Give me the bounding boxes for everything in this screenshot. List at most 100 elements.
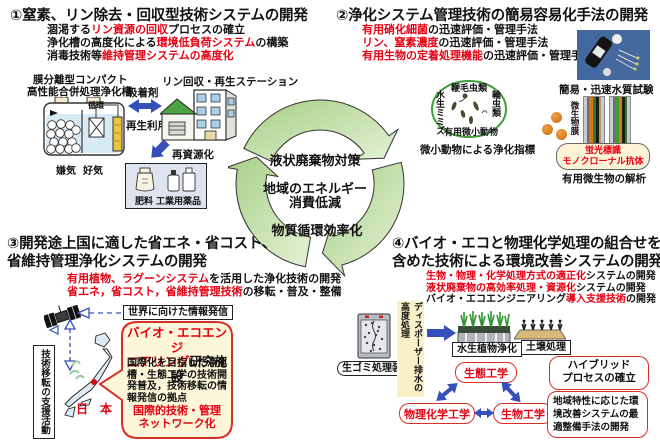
text-run: システムの開発 [586, 271, 656, 282]
section1-title: ①窒素、リン除去・回収型技術システムの開発 [10, 8, 308, 24]
text-run: の迅速評価・管理手法 [483, 50, 593, 62]
text-run-red: 液状廃棄物の高効率処理・資源化 [426, 282, 576, 294]
hybrid-process-box: ハイブリッド プロセスの確立 [549, 356, 649, 390]
chemical-bottles-icon [167, 167, 196, 192]
recycle-label: 再資源化 [172, 149, 214, 161]
water-test-photo [577, 30, 650, 80]
eco-engineering-node: 生態工学 [455, 362, 517, 383]
soil-treatment-figure [514, 319, 566, 340]
world-broadcast-box: 世界に向けた情報発信 [123, 305, 233, 320]
section4-bullets: 生物・物理・化学処理方式の適正化システムの開発 液状廃棄物の高効率処理・資源化シ… [426, 271, 656, 306]
cycle-arrow-left [228, 156, 312, 268]
section2-title: ②浄化システム管理技術の簡易容易化手法の開発 [336, 8, 648, 24]
reuse-label: 再生利用 [126, 120, 168, 132]
flow-arrow-icon [427, 325, 456, 341]
text-run: 消毒技術等 [47, 50, 102, 62]
bullet: リン、窒素濃度の迅速評価・管理手法 [362, 37, 593, 50]
bubble-title-line2: ニアリング研究施設 [126, 355, 228, 384]
tech-transfer-support-label: 技術移転の支援活動 [39, 349, 50, 435]
text-run-red: 環境低負荷システム [156, 37, 256, 49]
text-run: の迅速評価・管理手法 [428, 24, 538, 36]
aquatic-worms-label: 水生ミミズ [435, 90, 445, 135]
center-goal-2b: 消費低減 [288, 195, 341, 210]
biofilm-label: 微生物膜 [570, 101, 580, 135]
text-run: の開発 [626, 294, 656, 305]
aquatic-plants-label: 水生植物浄化 [452, 342, 522, 357]
double-arrow-icon [128, 99, 162, 113]
text-run-red: 有用硝化細菌 [362, 24, 428, 36]
microbe-dot [551, 112, 562, 123]
japan-map [64, 332, 113, 418]
bubble-facility-title: バイオ・エコエンジ ニアリング研究施設 [126, 326, 228, 384]
monoclonal-label: モノクローナル抗体 [562, 156, 644, 166]
text-run: の構築 [255, 37, 289, 49]
tech-transfer-support-box: 技術移転の支援活動 [33, 345, 55, 439]
tank-circulation-label: 循環 [88, 101, 104, 110]
center-goal-1: 液状廃棄物対策 [269, 153, 361, 168]
section4-title-line2: 含めた技術による環境改善システムの開発 [392, 254, 660, 270]
cycle-arrow-top [243, 99, 400, 162]
microbe-analysis-caption: 有用微生物の解析 [562, 173, 646, 185]
microbe-dot [542, 124, 553, 135]
bullet: 生物・物理・化学処理方式の適正化システムの開発 [426, 271, 656, 283]
fluorescent-antibody-box: 蛍光標識 モノクローナル抗体 [556, 143, 650, 170]
hybrid-line2: プロセスの確立 [562, 372, 636, 384]
adsorbent-label: 吸着剤 [127, 87, 159, 99]
japan-label: 日 本 [76, 402, 113, 416]
physicochemical-node: 物理化学工学 [399, 403, 475, 424]
water-test-caption: 簡易・迅速水質試験 [559, 84, 654, 96]
text-run-red: ニアリング [126, 355, 190, 369]
station-caption: リン回収・再生ステーション [162, 76, 299, 88]
bubble-body: 国際化を目指した浄化槽・生態工学の技術開発普及，技術移転の情報発信の拠点 [127, 358, 227, 404]
network-line1: 国際的技術・管理 [133, 405, 221, 417]
center-goal-2: 地域のエネルギー [262, 181, 367, 196]
chemicals-label: 工業用薬品 [156, 196, 202, 206]
fertilizer-label: 肥料 [135, 196, 154, 206]
text-run: 浄化槽の高度化による [47, 37, 157, 49]
text-run-red: 維持管理システムの高度化 [102, 50, 234, 62]
text-run-red: 省エネ，省コスト，省維持管理技術 [67, 286, 243, 298]
text-run: の移転・普及・整備 [242, 286, 342, 298]
section4-title-line1: ④バイオ・エコと物理化学処理の組合せを [392, 236, 660, 252]
cycle-arrow-right [321, 161, 405, 278]
section3-title-line1: ③開発途上国に適した省エネ・省コスト、 [7, 236, 277, 252]
text-run-red: 導入支援技術 [566, 294, 626, 305]
fertilizer-sack-icon [135, 167, 155, 192]
text-run: プロセスの確立 [168, 24, 245, 36]
products-box: 肥料 工業用薬品 [125, 163, 207, 209]
purification-index-caption: 微小動物による浄化指標 [420, 144, 536, 156]
disposer-band [397, 301, 424, 397]
text-run: バイオ・エコエンジニアリング [426, 294, 566, 305]
tank-caption-1: 膜分離型コンパクト [33, 74, 128, 86]
flagellates-label: 鞭毛虫類 [451, 83, 488, 93]
bullet: 液状廃棄物の高効率処理・資源化システムの開発 [426, 283, 656, 295]
disposer-treatment-label: ディスポーザー排水の高度処理 [400, 302, 423, 392]
rotifers-label: 輪虫類 [491, 90, 501, 117]
bubble-title-line1: バイオ・エコエンジ [126, 326, 227, 355]
hybrid-line1: ハイブリッド [567, 359, 631, 371]
bubble-network: 国際的技術・管理 ネットワーク化 [124, 405, 230, 431]
fluorescent-label: 蛍光標識 [584, 145, 621, 155]
bullet: 有用生物の定着処理機能の迅速評価・管理手法 [362, 50, 593, 63]
section3-bullets: 有用植物、ラグーンシステムを活用した浄化技術の開発 省エネ，省コスト，省維持管理… [67, 273, 342, 299]
tank-caption-2: 高性能合併処理浄化槽 [27, 86, 132, 98]
section1-bullets: 涸渇するリン資源の回収プロセスの確立 浄化槽の高度化による環境低負荷システムの構… [47, 24, 288, 63]
eco-bio-arrow [501, 381, 521, 403]
text-run-red: 有用生物の定着処理機能 [362, 50, 483, 62]
biotech-node: 生物工学 [493, 403, 553, 424]
eco-phys-arrow [436, 383, 458, 401]
text-run: を活用した浄化技術の開発 [209, 273, 342, 285]
biofilm-panel-1 [583, 96, 605, 144]
aerobic-label: 好気 [83, 166, 103, 177]
bullet: 涸渇するリン資源の回収プロセスの確立 [47, 24, 288, 37]
bullet: 有用植物、ラグーンシステムを活用した浄化技術の開発 [67, 273, 342, 286]
network-line2: ネットワーク化 [138, 418, 216, 430]
speech-bubble [98, 321, 233, 439]
text-run: の迅速評価・管理手法 [438, 37, 549, 49]
treatment-tank-figure [43, 97, 125, 156]
anaerobic-label: 嫌気 [56, 166, 76, 177]
garbage-disposer-figure [357, 313, 391, 359]
microbe-dot [556, 129, 567, 140]
text-run-red: 生物・物理・化学処理方式の適正化 [426, 271, 586, 282]
